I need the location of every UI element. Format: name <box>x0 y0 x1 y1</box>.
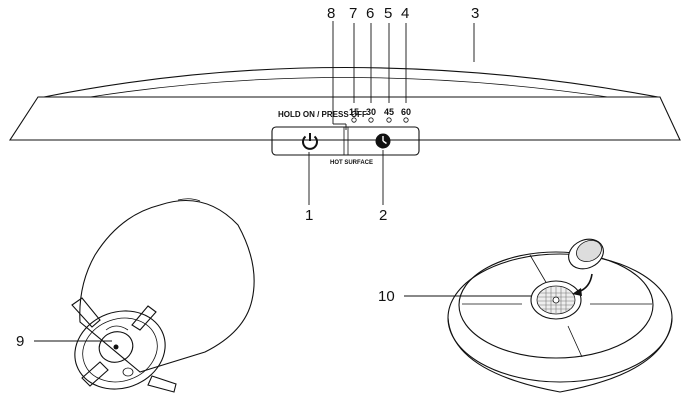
rib-top-left <box>529 254 548 285</box>
hold-on-press-off-label: HOLD ON / PRESS OFF <box>278 110 367 119</box>
power-icon <box>302 133 318 150</box>
appliance-top-panel <box>8 66 681 141</box>
power-button[interactable] <box>274 129 342 153</box>
callout-5: 5 <box>384 5 392 22</box>
timer-button[interactable] <box>350 129 417 153</box>
insert-arrow-icon <box>572 273 593 296</box>
callout-4: 4 <box>401 5 409 22</box>
callout-10: 10 <box>378 288 395 305</box>
canister-hub-center <box>113 344 119 350</box>
timer-label-45: 45 <box>384 107 394 117</box>
callout-1: 1 <box>305 207 313 224</box>
canister-hub <box>98 331 134 363</box>
lid-inner-arc <box>89 77 609 98</box>
callout-9: 9 <box>16 333 24 350</box>
lid-outer-arc <box>43 66 659 98</box>
canister-end-face <box>74 310 166 390</box>
timer-label-15: 15 <box>349 107 359 117</box>
hub-upper-arc <box>105 325 129 331</box>
base-inner-plate <box>458 251 654 359</box>
leg-lower-right <box>147 375 177 393</box>
canister-fitting <box>122 367 134 377</box>
callout-7: 7 <box>349 5 357 22</box>
filter-mesh <box>530 280 582 320</box>
base-bottom-edge <box>447 317 673 393</box>
leg-lower-left <box>81 361 109 387</box>
timer-label-30: 30 <box>366 107 376 117</box>
top-callout-leaders <box>308 21 475 205</box>
timer-led-60 <box>403 117 409 123</box>
timer-led-30 <box>368 117 374 123</box>
timer-indicators: 15 30 45 60 <box>349 107 411 123</box>
timer-label-60: 60 <box>401 107 411 117</box>
callout-2: 2 <box>379 207 387 224</box>
callout-8: 8 <box>327 5 335 22</box>
timer-led-45 <box>386 117 392 123</box>
callout-6: 6 <box>366 5 374 22</box>
timer-led-15 <box>351 117 357 123</box>
canister-top-seam <box>177 198 201 202</box>
round-base-unit <box>447 238 673 393</box>
leg-upper-left <box>71 297 101 328</box>
callout-3: 3 <box>471 5 479 22</box>
rib-bottom-right <box>567 325 583 358</box>
hot-surface-divider <box>343 126 349 156</box>
canister-body <box>71 198 255 393</box>
canister-end-inner-ring <box>82 317 158 383</box>
canister-outline <box>79 199 255 373</box>
leg-upper-right <box>131 305 157 331</box>
clock-icon <box>375 133 391 149</box>
control-button-panel <box>271 126 420 156</box>
hot-surface-label: HOT SURFACE <box>330 160 373 166</box>
filter-cap <box>568 238 604 270</box>
